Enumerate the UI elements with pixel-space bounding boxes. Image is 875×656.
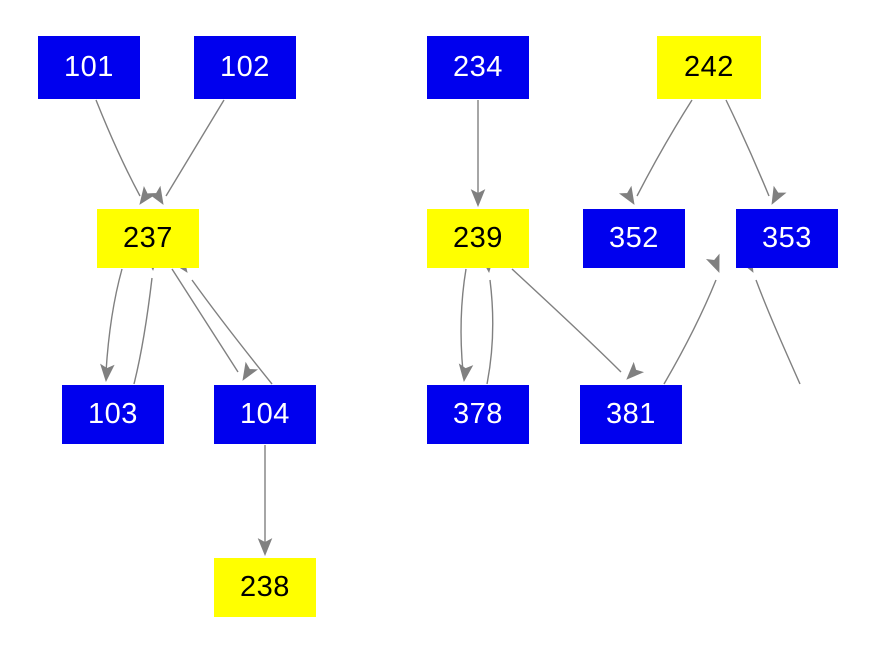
edge-line [511, 268, 622, 373]
node-label: 242 [684, 51, 734, 83]
edge-234-to-239 [470, 100, 486, 208]
node-label: 381 [606, 398, 656, 430]
edge-line [165, 99, 225, 197]
node-239[interactable]: 239 [427, 209, 529, 268]
node-353[interactable]: 353 [736, 209, 838, 268]
arrow-head-icon [139, 186, 156, 205]
node-237[interactable]: 237 [97, 209, 199, 268]
edge-237-to-103 [100, 268, 123, 383]
arrow-head-icon [147, 185, 164, 205]
node-label: 234 [453, 51, 503, 83]
edge-line [105, 268, 123, 373]
edge-line [171, 268, 239, 373]
node-102[interactable]: 102 [194, 36, 296, 99]
arrow-head-icon [242, 361, 259, 381]
node-381[interactable]: 381 [580, 385, 682, 444]
node-label: 378 [453, 398, 503, 430]
edge-line [725, 99, 770, 197]
node-label: 103 [88, 398, 138, 430]
edge-352-to-242 [663, 253, 720, 385]
edge-line [663, 279, 717, 385]
arrow-head-icon [100, 363, 115, 383]
node-101[interactable]: 101 [38, 36, 140, 99]
arrow-head-icon [257, 538, 273, 557]
node-label: 238 [240, 571, 290, 603]
arrow-head-icon [705, 253, 720, 273]
node-label: 101 [64, 51, 114, 83]
node-label: 353 [762, 222, 812, 254]
edge-353-to-242 [738, 253, 801, 385]
arrow-head-icon [618, 185, 635, 205]
edge-237-to-104 [171, 268, 259, 381]
node-label: 104 [240, 398, 290, 430]
edge-line [191, 279, 273, 385]
edge-103-to-237 [133, 252, 159, 385]
edge-239-to-378 [458, 268, 474, 383]
edge-242-to-353 [725, 99, 787, 205]
node-352[interactable]: 352 [583, 209, 685, 268]
edges-group [95, 99, 801, 557]
node-242[interactable]: 242 [657, 36, 761, 99]
edge-line [755, 279, 801, 385]
edge-104-to-238 [257, 444, 273, 557]
node-label: 352 [609, 222, 659, 254]
edge-101-to-237 [95, 99, 156, 205]
node-label: 237 [123, 222, 173, 254]
edge-104-to-237 [171, 254, 273, 385]
node-label: 239 [453, 222, 503, 254]
node-238[interactable]: 238 [214, 558, 316, 617]
edge-line [95, 99, 141, 197]
arrow-head-icon [470, 189, 486, 208]
arrow-head-icon [458, 363, 474, 383]
edge-line [486, 279, 494, 385]
edge-line [133, 277, 153, 385]
edge-242-to-352 [618, 99, 693, 205]
node-104[interactable]: 104 [214, 385, 316, 444]
edge-line [636, 99, 693, 197]
edge-102-to-237 [147, 99, 225, 205]
node-label: 102 [220, 51, 270, 83]
node-103[interactable]: 103 [62, 385, 164, 444]
edge-line [460, 268, 467, 373]
node-378[interactable]: 378 [427, 385, 529, 444]
arrow-head-icon [626, 361, 645, 380]
node-234[interactable]: 234 [427, 36, 529, 99]
edge-239-to-381 [511, 268, 645, 380]
edge-378-to-239 [479, 254, 495, 385]
arrow-head-icon [771, 185, 787, 205]
